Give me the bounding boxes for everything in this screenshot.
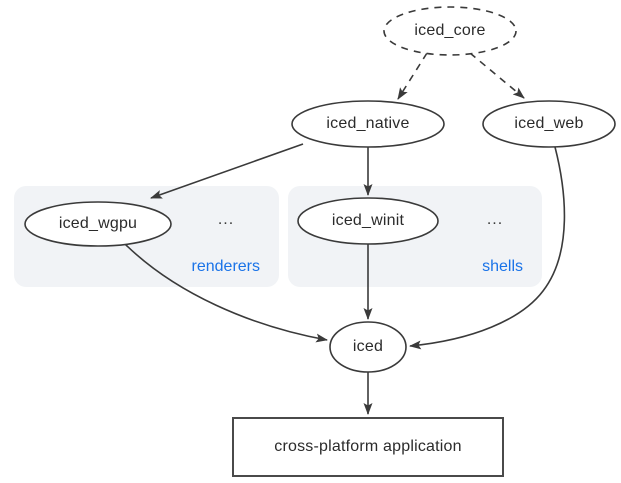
edge-wgpu-to-iced <box>124 243 328 343</box>
node-label-iced-core: iced_core <box>414 22 486 39</box>
node-label-iced: iced <box>352 338 384 355</box>
node-shape-iced-winit <box>297 197 439 245</box>
node-shape-iced-core <box>383 6 517 56</box>
node-label-iced-web: iced_web <box>514 115 584 132</box>
node-label-iced-wgpu: iced_wgpu <box>58 215 138 232</box>
group-label-shells: shells <box>482 258 523 275</box>
group-label-renderers: renderers <box>191 258 260 275</box>
node-shape-iced-wgpu <box>24 201 172 247</box>
edge-native-to-wgpu <box>150 143 304 199</box>
edge-web-to-iced <box>409 146 566 350</box>
node-shape-iced-web <box>482 100 616 148</box>
node-label-iced-winit: iced_winit <box>331 212 405 229</box>
node-shape-iced-native <box>291 100 445 148</box>
edge-core-to-web <box>469 52 525 99</box>
node-label-application: cross-platform application <box>274 438 462 455</box>
shells-ellipsis: ... <box>486 211 504 228</box>
edge-core-to-native <box>397 52 428 100</box>
node-shape-iced <box>329 321 407 373</box>
node-shape-application <box>232 417 504 477</box>
renderers-ellipsis: ... <box>217 211 235 228</box>
node-label-iced-native: iced_native <box>326 115 410 132</box>
